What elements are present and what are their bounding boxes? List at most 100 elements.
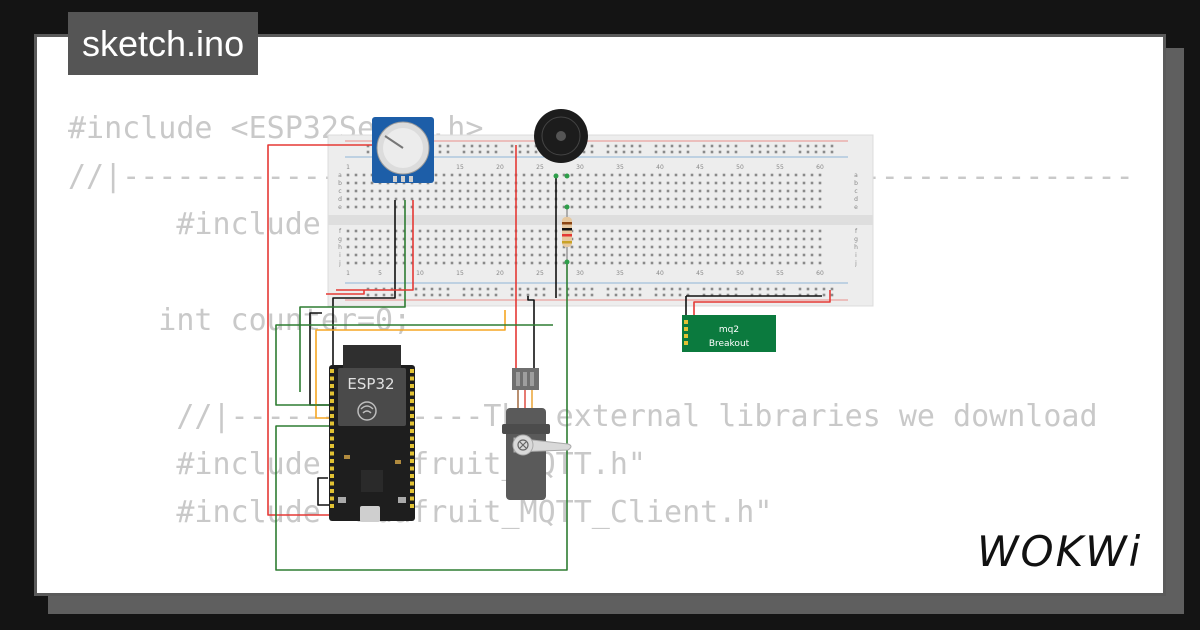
terminal-hole (666, 229, 670, 233)
terminal-hole (546, 205, 550, 209)
terminal-hole (394, 229, 398, 233)
terminal-hole (738, 237, 742, 241)
terminal-hole (762, 245, 766, 249)
terminal-hole (666, 253, 670, 257)
terminal-hole (354, 261, 358, 265)
terminal-hole (722, 197, 726, 201)
column-number: 30 (576, 164, 584, 171)
terminal-hole (626, 261, 630, 265)
terminal-hole (770, 197, 774, 201)
terminal-hole (706, 229, 710, 233)
esp32-antenna (343, 345, 401, 369)
esp32-button (398, 497, 406, 503)
terminal-hole (482, 189, 486, 193)
terminal-hole (762, 237, 766, 241)
rail-hole (478, 287, 482, 291)
terminal-hole (810, 237, 814, 241)
terminal-hole (818, 245, 822, 249)
terminal-hole (634, 253, 638, 257)
terminal-hole (466, 173, 470, 177)
terminal-hole (706, 205, 710, 209)
terminal-hole (378, 253, 382, 257)
rail-hole (606, 144, 610, 148)
terminal-hole (674, 245, 678, 249)
terminal-hole (618, 181, 622, 185)
terminal-hole (714, 261, 718, 265)
potentiometer (372, 117, 434, 183)
terminal-hole (642, 189, 646, 193)
rail-hole (558, 287, 562, 291)
terminal-hole (354, 197, 358, 201)
terminal-hole (362, 237, 366, 241)
terminal-hole (490, 253, 494, 257)
terminal-hole (738, 253, 742, 257)
terminal-hole (818, 237, 822, 241)
terminal-hole (794, 229, 798, 233)
servo-motor (502, 368, 572, 500)
rail-hole (662, 150, 666, 154)
terminal-hole (586, 189, 590, 193)
rail-hole (494, 150, 498, 154)
wire-black-servo (527, 296, 535, 370)
rail-hole (614, 293, 618, 297)
wire-green-pot (299, 200, 406, 392)
terminal-hole (666, 197, 670, 201)
terminal-hole (786, 229, 790, 233)
terminal-hole (546, 237, 550, 241)
terminal-hole (650, 229, 654, 233)
rail-hole (758, 287, 762, 291)
terminal-hole (618, 205, 622, 209)
terminal-hole (754, 237, 758, 241)
row-letter: h (854, 244, 858, 251)
terminal-hole (770, 261, 774, 265)
terminal-hole (482, 245, 486, 249)
breadboard: 1155101015152020252530303535404045455050… (327, 134, 874, 307)
terminal-hole (434, 237, 438, 241)
terminal-hole (634, 229, 638, 233)
rail-hole (758, 144, 762, 148)
terminal-hole (754, 229, 758, 233)
mq2-pin (684, 341, 688, 345)
rail-hole (526, 150, 530, 154)
terminal-hole (690, 229, 694, 233)
terminal-hole (706, 261, 710, 265)
rail-hole (518, 144, 522, 148)
rail-hole (430, 293, 434, 297)
terminal-hole (474, 261, 478, 265)
esp32-pin (410, 504, 414, 508)
terminal-hole (746, 189, 750, 193)
terminal-hole (730, 253, 734, 257)
terminal-hole (538, 229, 542, 233)
terminal-hole (530, 261, 534, 265)
rail-hole (558, 293, 562, 297)
terminal-hole (410, 245, 414, 249)
terminal-hole (506, 229, 510, 233)
terminal-hole (658, 229, 662, 233)
rail-hole (782, 293, 786, 297)
terminal-hole (714, 237, 718, 241)
terminal-hole (706, 197, 710, 201)
esp32-pin (410, 414, 414, 418)
terminal-hole (450, 197, 454, 201)
terminal-hole (538, 237, 542, 241)
terminal-hole (738, 197, 742, 201)
rail-hole (622, 287, 626, 291)
rail-hole (486, 293, 490, 297)
terminal-hole (618, 189, 622, 193)
terminal-hole (658, 237, 662, 241)
resistor-band (562, 222, 572, 225)
rail-hole (782, 287, 786, 291)
rail-hole (678, 287, 682, 291)
esp32-module (338, 368, 406, 426)
terminal-hole (482, 237, 486, 241)
terminal-hole (706, 173, 710, 177)
breadboard-center-channel (328, 215, 873, 225)
terminal-hole (586, 261, 590, 265)
rail-hole (374, 293, 378, 297)
esp32-board: ESP32 (329, 345, 415, 522)
rail-hole (518, 287, 522, 291)
terminal-hole (402, 245, 406, 249)
terminal-hole (346, 253, 350, 257)
rail-hole (702, 293, 706, 297)
rail-hole (750, 293, 754, 297)
